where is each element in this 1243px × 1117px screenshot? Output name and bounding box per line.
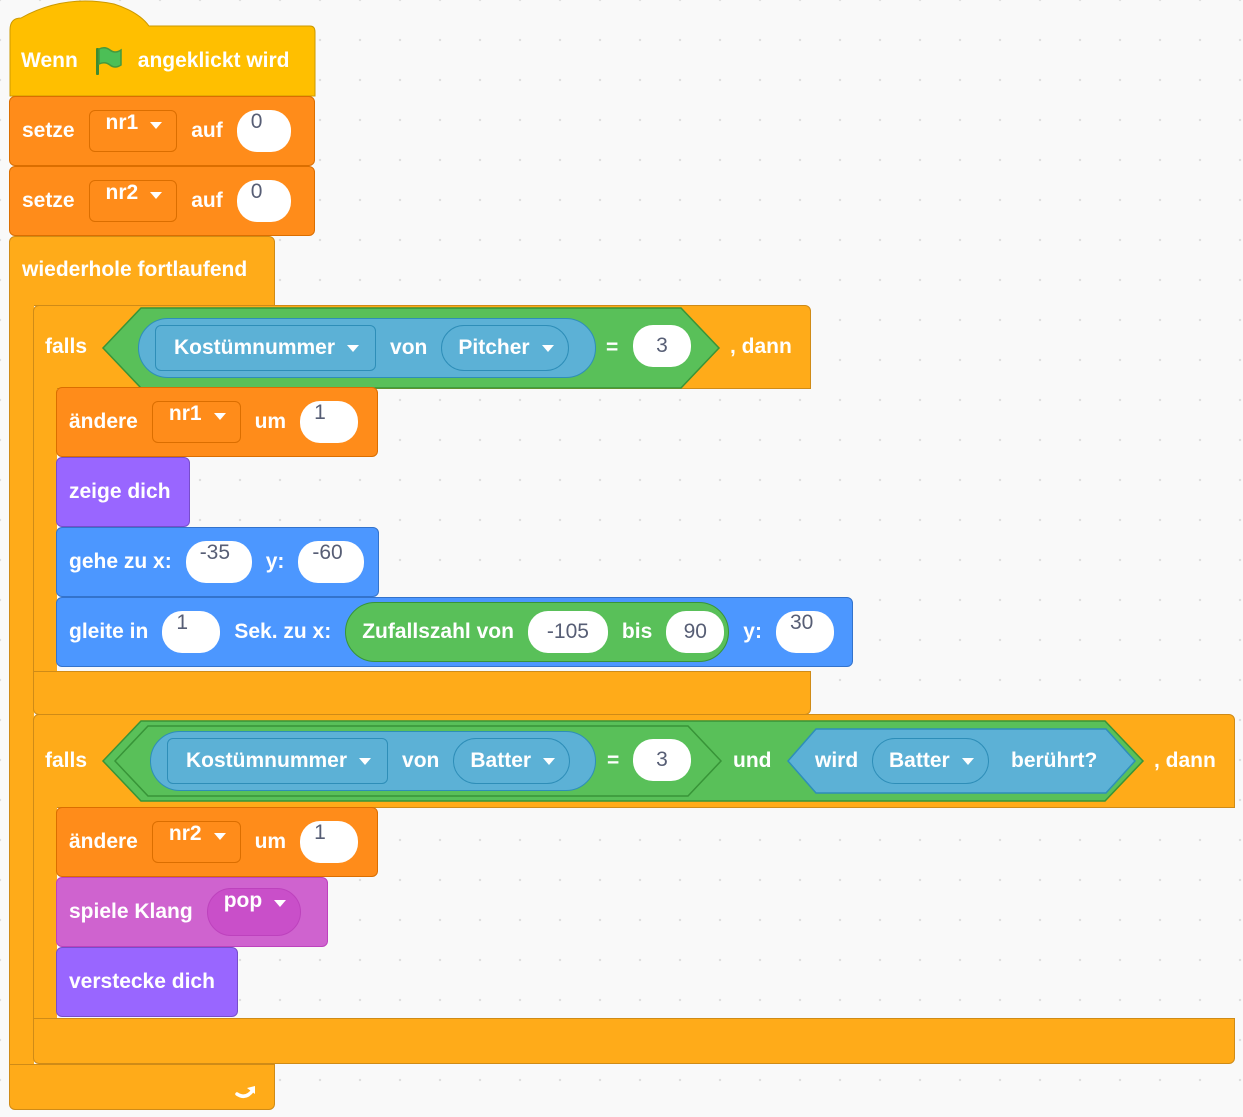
touching-sprite-dropdown[interactable]: Batter — [872, 738, 989, 784]
sound-dropdown[interactable]: pop — [206, 888, 302, 936]
chevron-down-icon — [543, 757, 556, 765]
change-label: ändere — [69, 830, 138, 853]
when-flag-clicked-hat[interactable]: Wenn angeklickt wird — [9, 0, 316, 98]
sprite-dropdown-batter[interactable]: Batter — [453, 738, 571, 784]
set-label: setze — [22, 189, 75, 212]
forever-label: wiederhole fortlaufend — [22, 258, 248, 281]
chevron-down-icon — [213, 413, 226, 420]
y-label: y: — [265, 550, 285, 573]
if-label-1: falls — [45, 335, 88, 358]
chevron-down-icon — [150, 192, 163, 199]
y-input[interactable]: -60 — [298, 541, 365, 583]
glide-y-input[interactable]: 30 — [775, 611, 834, 653]
equals-sign-2: = — [607, 749, 620, 772]
equals-value-input-2[interactable]: 3 — [633, 739, 691, 781]
costume-number-dropdown-2[interactable]: Kostümnummer — [167, 738, 389, 784]
touching-label: wird — [815, 749, 859, 772]
chevron-down-icon — [274, 900, 287, 907]
and-label: und — [733, 749, 772, 772]
if-label-2: falls — [45, 749, 88, 772]
set-nr1-block[interactable]: setze nr1 auf 0 — [9, 96, 315, 166]
set-value-input[interactable]: 0 — [236, 110, 291, 152]
touching-suffix-label: berührt? — [1011, 749, 1098, 772]
loop-arrow-icon — [231, 1074, 261, 1104]
set-nr2-block[interactable]: setze nr2 auf 0 — [9, 166, 315, 236]
variable-dropdown-nr2[interactable]: nr2 — [151, 821, 241, 863]
hat-label-after: angeklickt wird — [137, 49, 290, 72]
random-to-label: bis — [621, 620, 653, 643]
set-value-input[interactable]: 0 — [236, 180, 291, 222]
chevron-down-icon — [150, 122, 163, 129]
x-input[interactable]: -35 — [185, 541, 252, 583]
set-label: setze — [22, 119, 75, 142]
glide-block[interactable]: gleite in 1 Sek. zu x: Zufallszahl von -… — [56, 597, 853, 667]
play-sound-label: spiele Klang — [69, 900, 193, 923]
variable-dropdown-nr2[interactable]: nr2 — [88, 180, 178, 222]
glide-secs-input[interactable]: 1 — [162, 611, 221, 653]
change-value-input[interactable]: 1 — [300, 401, 359, 443]
go-to-label: gehe zu x: — [69, 550, 172, 573]
show-label: zeige dich — [69, 480, 171, 503]
set-to-label: auf — [191, 189, 223, 212]
chevron-down-icon — [359, 757, 372, 765]
of-label-2: von — [402, 749, 440, 772]
go-to-xy-block[interactable]: gehe zu x: -35 y: -60 — [56, 527, 379, 597]
glide-label: gleite in — [69, 620, 149, 643]
set-to-label: auf — [191, 119, 223, 142]
equals-value-input-1[interactable]: 3 — [633, 325, 691, 367]
random-from-input[interactable]: -105 — [527, 611, 608, 653]
show-block[interactable]: zeige dich — [56, 457, 190, 527]
change-label: ändere — [69, 410, 138, 433]
chevron-down-icon — [347, 344, 360, 352]
chevron-down-icon — [961, 757, 974, 765]
then-label-1: , dann — [730, 335, 792, 358]
of-sensing-block-2[interactable]: Kostümnummer von Batter — [150, 731, 596, 791]
glide-mid-label: Sek. zu x: — [234, 620, 332, 643]
forever-block[interactable]: wiederhole fortlaufend — [9, 236, 275, 1110]
random-to-input[interactable]: 90 — [666, 611, 725, 653]
of-sensing-block-1[interactable]: Kostümnummer von Pitcher — [138, 318, 596, 378]
of-label-1: von — [390, 336, 428, 359]
sprite-dropdown-pitcher[interactable]: Pitcher — [441, 325, 569, 371]
chevron-down-icon — [541, 344, 554, 352]
hide-label: verstecke dich — [69, 970, 215, 993]
hide-block[interactable]: verstecke dich — [56, 947, 238, 1017]
y-label: y: — [743, 620, 762, 643]
costume-number-dropdown-1[interactable]: Kostümnummer — [155, 325, 377, 371]
variable-dropdown-nr1[interactable]: nr1 — [151, 401, 241, 443]
then-label-2: , dann — [1154, 749, 1216, 772]
change-value-input[interactable]: 1 — [300, 821, 359, 863]
green-flag-icon[interactable] — [92, 45, 124, 77]
change-by-label: um — [254, 410, 287, 433]
hat-label-before: Wenn — [21, 49, 78, 72]
change-nr1-block[interactable]: ändere nr1 um 1 — [56, 387, 378, 457]
change-nr2-block[interactable]: ändere nr2 um 1 — [56, 807, 378, 877]
variable-dropdown-nr1[interactable]: nr1 — [88, 110, 178, 152]
equals-sign-1: = — [606, 336, 619, 359]
random-label: Zufallszahl von — [362, 620, 514, 643]
play-sound-block[interactable]: spiele Klang pop — [56, 877, 328, 947]
change-by-label: um — [254, 830, 287, 853]
chevron-down-icon — [213, 833, 226, 840]
random-operator[interactable]: Zufallszahl von -105 bis 90 — [345, 602, 730, 662]
